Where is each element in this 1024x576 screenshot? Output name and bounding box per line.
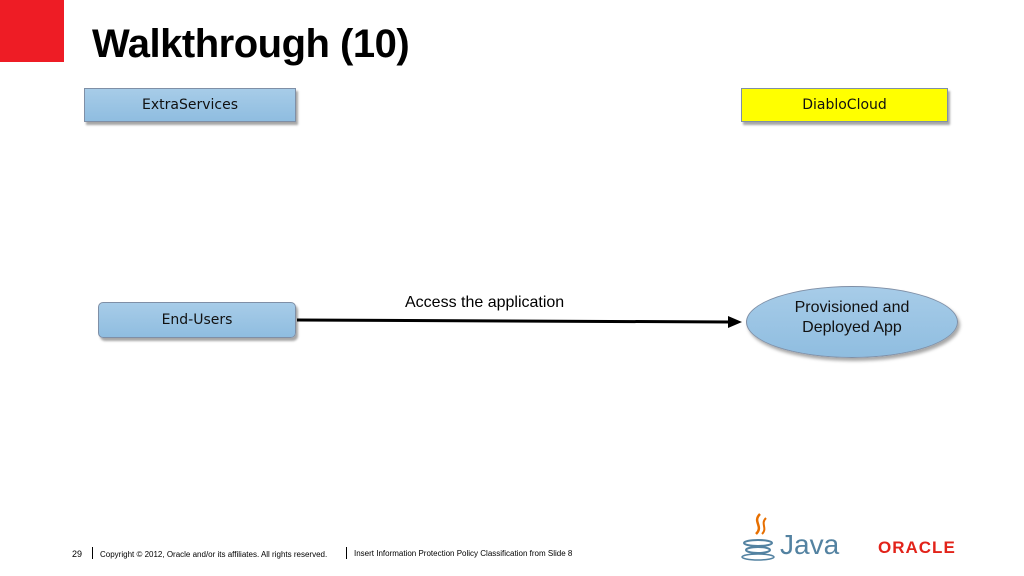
footer-divider	[346, 547, 347, 559]
extra-services-box: ExtraServices	[84, 88, 296, 122]
app-label-line2: Deployed App	[802, 319, 902, 336]
app-label-line1: Provisioned and	[794, 299, 910, 316]
brand-red-block	[0, 0, 64, 62]
java-logo-text: Java	[780, 529, 840, 560]
policy-text: Insert Information Protection Policy Cla…	[354, 549, 573, 558]
page-number: 29	[72, 549, 83, 559]
copyright-text: Copyright © 2012, Oracle and/or its affi…	[100, 550, 328, 559]
end-users-label: End-Users	[161, 312, 233, 328]
end-users-box: End-Users	[98, 302, 296, 338]
diablo-cloud-box: DiabloCloud	[741, 88, 948, 122]
extra-services-label: ExtraServices	[142, 97, 238, 113]
java-logo-icon: Java	[741, 513, 840, 561]
arrow-label: Access the application	[405, 294, 565, 311]
diablo-cloud-label: DiabloCloud	[802, 97, 887, 113]
deployed-app-ellipse: Provisioned and Deployed App	[746, 286, 958, 358]
footer-divider	[92, 547, 93, 559]
oracle-logo: ORACLE	[878, 538, 956, 557]
slide-title: Walkthrough (10)	[92, 22, 410, 66]
